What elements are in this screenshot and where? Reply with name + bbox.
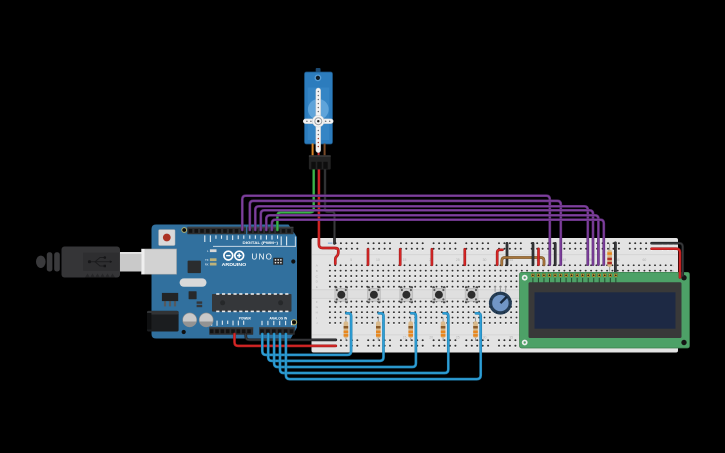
svg-text:35: 35 — [509, 336, 513, 340]
svg-text:B: B — [672, 269, 674, 273]
svg-text:POWER: POWER — [239, 316, 252, 320]
svg-text:50: 50 — [589, 258, 593, 262]
svg-text:D: D — [316, 280, 319, 284]
svg-text:ARDUINO: ARDUINO — [222, 262, 247, 267]
svg-text:30: 30 — [483, 336, 487, 340]
svg-text:E: E — [316, 285, 318, 289]
svg-text:TX: TX — [205, 258, 209, 262]
svg-text:UNO: UNO — [252, 252, 274, 261]
svg-text:60: 60 — [643, 258, 647, 262]
svg-text:B: B — [316, 269, 318, 273]
svg-text:F: F — [316, 300, 318, 304]
svg-text:G: G — [316, 305, 319, 309]
svg-text:20: 20 — [429, 336, 433, 340]
svg-text:J: J — [316, 321, 318, 325]
svg-text:DIGITAL (PWM~): DIGITAL (PWM~) — [243, 241, 279, 245]
svg-text:5: 5 — [350, 258, 352, 262]
svg-text:H: H — [316, 311, 318, 315]
svg-text:45: 45 — [563, 258, 567, 262]
svg-text:15: 15 — [403, 336, 407, 340]
svg-text:25: 25 — [456, 258, 460, 262]
svg-text:15: 15 — [403, 258, 407, 262]
svg-text:35: 35 — [509, 258, 513, 262]
svg-text:L: L — [207, 249, 209, 253]
svg-text:25: 25 — [456, 336, 460, 340]
svg-text:30: 30 — [483, 258, 487, 262]
svg-text:RX: RX — [205, 263, 209, 267]
svg-text:I: I — [316, 316, 317, 320]
svg-text:C: C — [316, 274, 319, 278]
svg-text:ANALOG IN: ANALOG IN — [269, 316, 288, 320]
svg-text:A: A — [672, 264, 675, 268]
svg-text:10: 10 — [376, 258, 380, 262]
svg-text:55: 55 — [616, 258, 620, 262]
svg-text:A: A — [316, 264, 319, 268]
